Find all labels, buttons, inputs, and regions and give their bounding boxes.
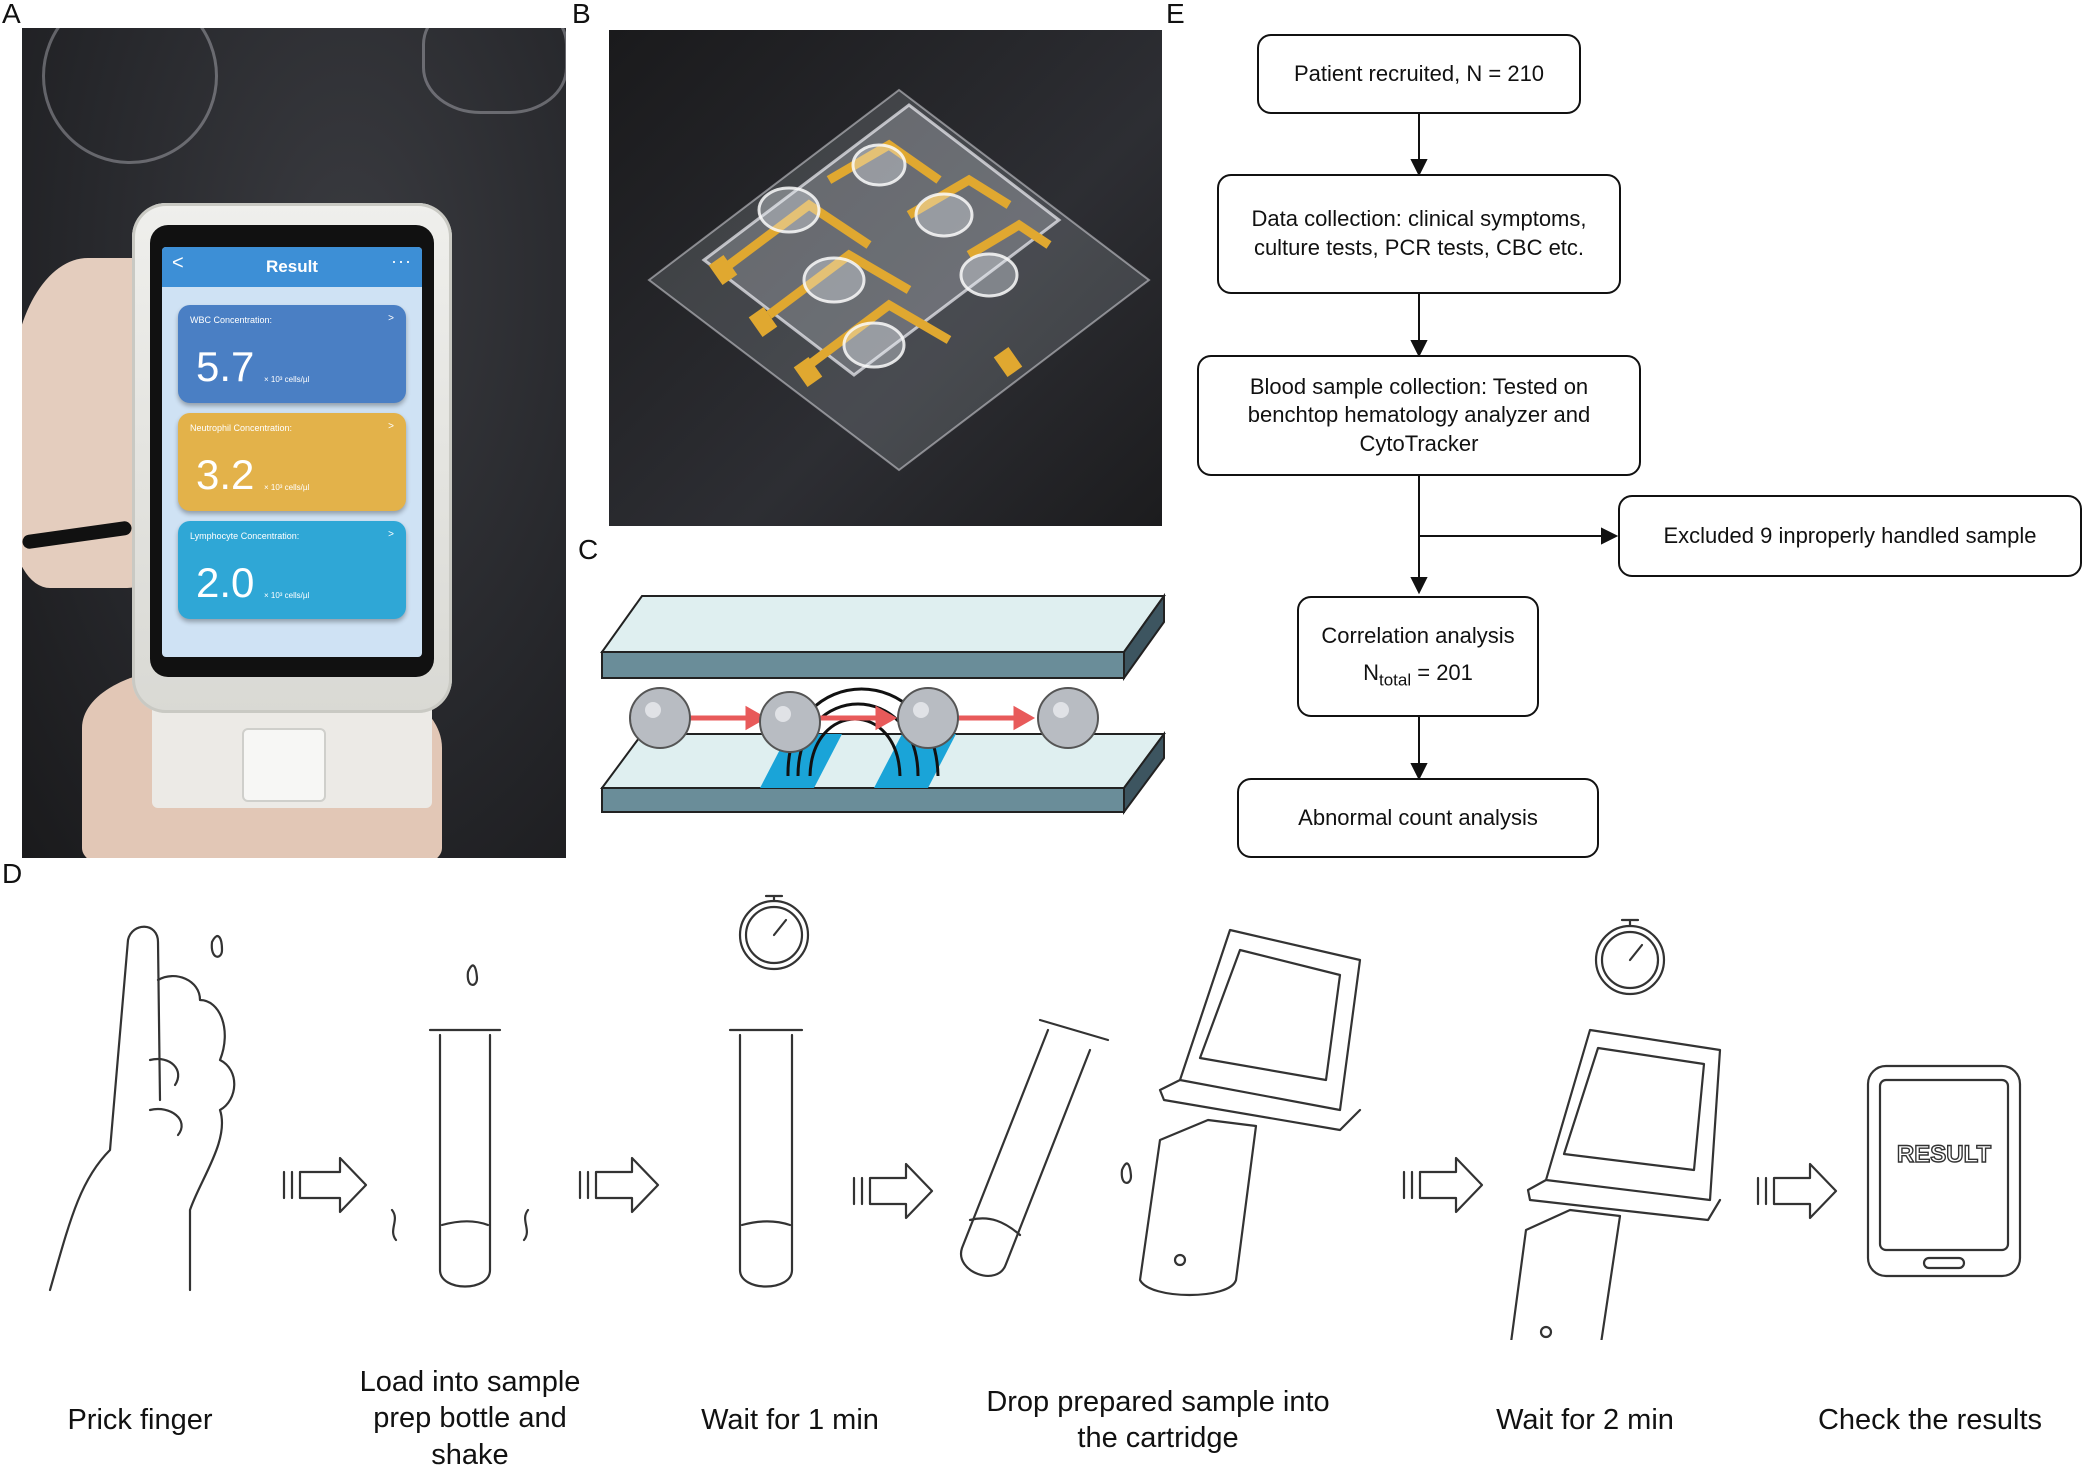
cytotracker-device: < Result ··· WBC Concentration: > 5.7 × …	[132, 203, 452, 713]
lymphocyte-card[interactable]: Lymphocyte Concentration: > 2.0 × 10³ ce…	[178, 521, 406, 619]
chevron-right-icon: >	[388, 529, 394, 540]
flow-abnormal-text: Abnormal count analysis	[1298, 804, 1538, 830]
step-arrow-icon	[852, 1162, 934, 1220]
step-check-caption: Check the results	[1817, 1404, 2043, 1436]
top-glass-edge	[601, 651, 1125, 679]
card-label: Lymphocyte Concentration:	[190, 531, 300, 541]
card-label: WBC Concentration:	[190, 315, 273, 325]
more-icon[interactable]: ···	[391, 251, 412, 271]
flow-data-collection-text: Data collection: clinical symptoms, cult…	[1251, 206, 1587, 260]
step-drop-caption: Drop prepared sample into the cartridge	[948, 1384, 1368, 1457]
step-arrow-icon	[1402, 1156, 1484, 1214]
chip-photo	[609, 30, 1162, 526]
gold-electrodes	[726, 139, 1052, 369]
flow-arrows	[690, 705, 1036, 731]
step-arrow-icon	[282, 1156, 368, 1214]
card-label: Neutrophil Concentration:	[190, 423, 293, 433]
flow-excluded: Excluded 9 inproperly handled sample	[1618, 495, 2082, 577]
back-icon[interactable]: <	[172, 252, 184, 274]
step-drop-line: Drop prepared sample into	[986, 1386, 1330, 1418]
blood-cells	[629, 687, 1099, 753]
impedance-schematic	[600, 592, 1166, 816]
flow-correlation-n: Ntotal = 201	[1363, 659, 1473, 691]
card-value: 5.7	[196, 343, 255, 390]
n-value: = 201	[1411, 659, 1473, 685]
stopwatch-icon	[1594, 918, 1666, 996]
screen-title: Result	[266, 257, 318, 276]
flow-abnormal: Abnormal count analysis	[1237, 778, 1599, 858]
flow-recruited: Patient recruited, N = 210	[1257, 34, 1581, 114]
flow-data-collection: Data collection: clinical symptoms, cult…	[1217, 174, 1621, 294]
electrode-1	[760, 734, 842, 788]
electrode-pads	[708, 255, 1023, 387]
flow-correlation-title: Correlation analysis	[1321, 622, 1515, 648]
flowchart-connectors	[1410, 114, 1619, 781]
card-value: 3.2	[196, 451, 255, 498]
wells	[757, 143, 1019, 369]
step-load-line: prep bottle and	[373, 1402, 567, 1435]
card-unit: × 10³ cells/µl	[264, 375, 310, 384]
test-tube-icon	[390, 964, 530, 1288]
chevron-right-icon: >	[388, 421, 394, 432]
neutrophil-card[interactable]: Neutrophil Concentration: > 3.2 × 10³ ce…	[178, 413, 406, 511]
screen-header: < Result ···	[162, 247, 422, 287]
screen-bezel: < Result ··· WBC Concentration: > 5.7 × …	[150, 225, 434, 677]
step-arrow-icon	[1756, 1162, 1838, 1220]
step-drop-line: the cartridge	[1077, 1422, 1239, 1455]
step-arrow-icon	[578, 1156, 660, 1214]
panel-label-a: A	[2, 0, 21, 29]
workflow-illustrations: RESULT	[48, 894, 2022, 1340]
card-unit: × 10³ cells/µl	[264, 591, 310, 600]
flow-blood-sample-text: Blood sample collection: Tested on bench…	[1247, 373, 1591, 456]
finger-icon	[48, 925, 236, 1292]
result-phone-icon	[1866, 1064, 2022, 1278]
card-unit: × 10³ cells/µl	[264, 483, 310, 492]
step-load-line: Load into sample	[359, 1366, 581, 1398]
chevron-right-icon: >	[388, 313, 394, 324]
device-photo: < Result ··· WBC Concentration: > 5.7 × …	[22, 28, 566, 858]
step-load-caption: Load into sample prep bottle and shake	[330, 1364, 610, 1473]
step-load-line: shake	[431, 1438, 509, 1471]
cytotracker-device-icon	[1510, 1028, 1722, 1340]
top-glass-side	[1123, 592, 1165, 682]
panel-label-e: E	[1166, 0, 1185, 29]
panel-label-b: B	[572, 0, 591, 29]
wbc-card[interactable]: WBC Concentration: > 5.7 × 10³ cells/µl	[178, 305, 406, 403]
top-glass	[600, 595, 1166, 653]
pdms-block	[701, 103, 1062, 377]
step-wait2-caption: Wait for 2 min	[1496, 1404, 1674, 1436]
card-value: 2.0	[196, 559, 255, 606]
device-screen: < Result ··· WBC Concentration: > 5.7 × …	[162, 247, 422, 657]
n-symbol: N	[1363, 659, 1379, 685]
test-tube-icon	[728, 1028, 804, 1288]
flask-glass	[422, 28, 566, 114]
step-wait1-caption: Wait for 1 min	[701, 1404, 879, 1436]
chip-illustration	[647, 88, 1151, 472]
test-tube-icon	[959, 1018, 1133, 1277]
flow-blood-sample: Blood sample collection: Tested on bench…	[1197, 355, 1641, 476]
bottom-glass-edge	[601, 787, 1125, 813]
stopwatch-icon	[738, 894, 810, 971]
result-word: RESULT	[1897, 1141, 1992, 1168]
flow-recruited-text: Patient recruited, N = 210	[1293, 60, 1545, 86]
n-subscript: total	[1378, 669, 1412, 689]
flow-excluded-text: Excluded 9 inproperly handled sample	[1663, 522, 2037, 548]
panel-label-d: D	[2, 858, 23, 889]
cytotracker-device-icon	[1138, 928, 1362, 1297]
flow-correlation: Correlation analysis Ntotal = 201	[1297, 596, 1539, 717]
step-prick-caption: Prick finger	[67, 1404, 213, 1436]
cartridge-slot	[242, 728, 326, 802]
panel-label-c: C	[578, 534, 599, 565]
bottom-glass-side	[1123, 730, 1165, 816]
